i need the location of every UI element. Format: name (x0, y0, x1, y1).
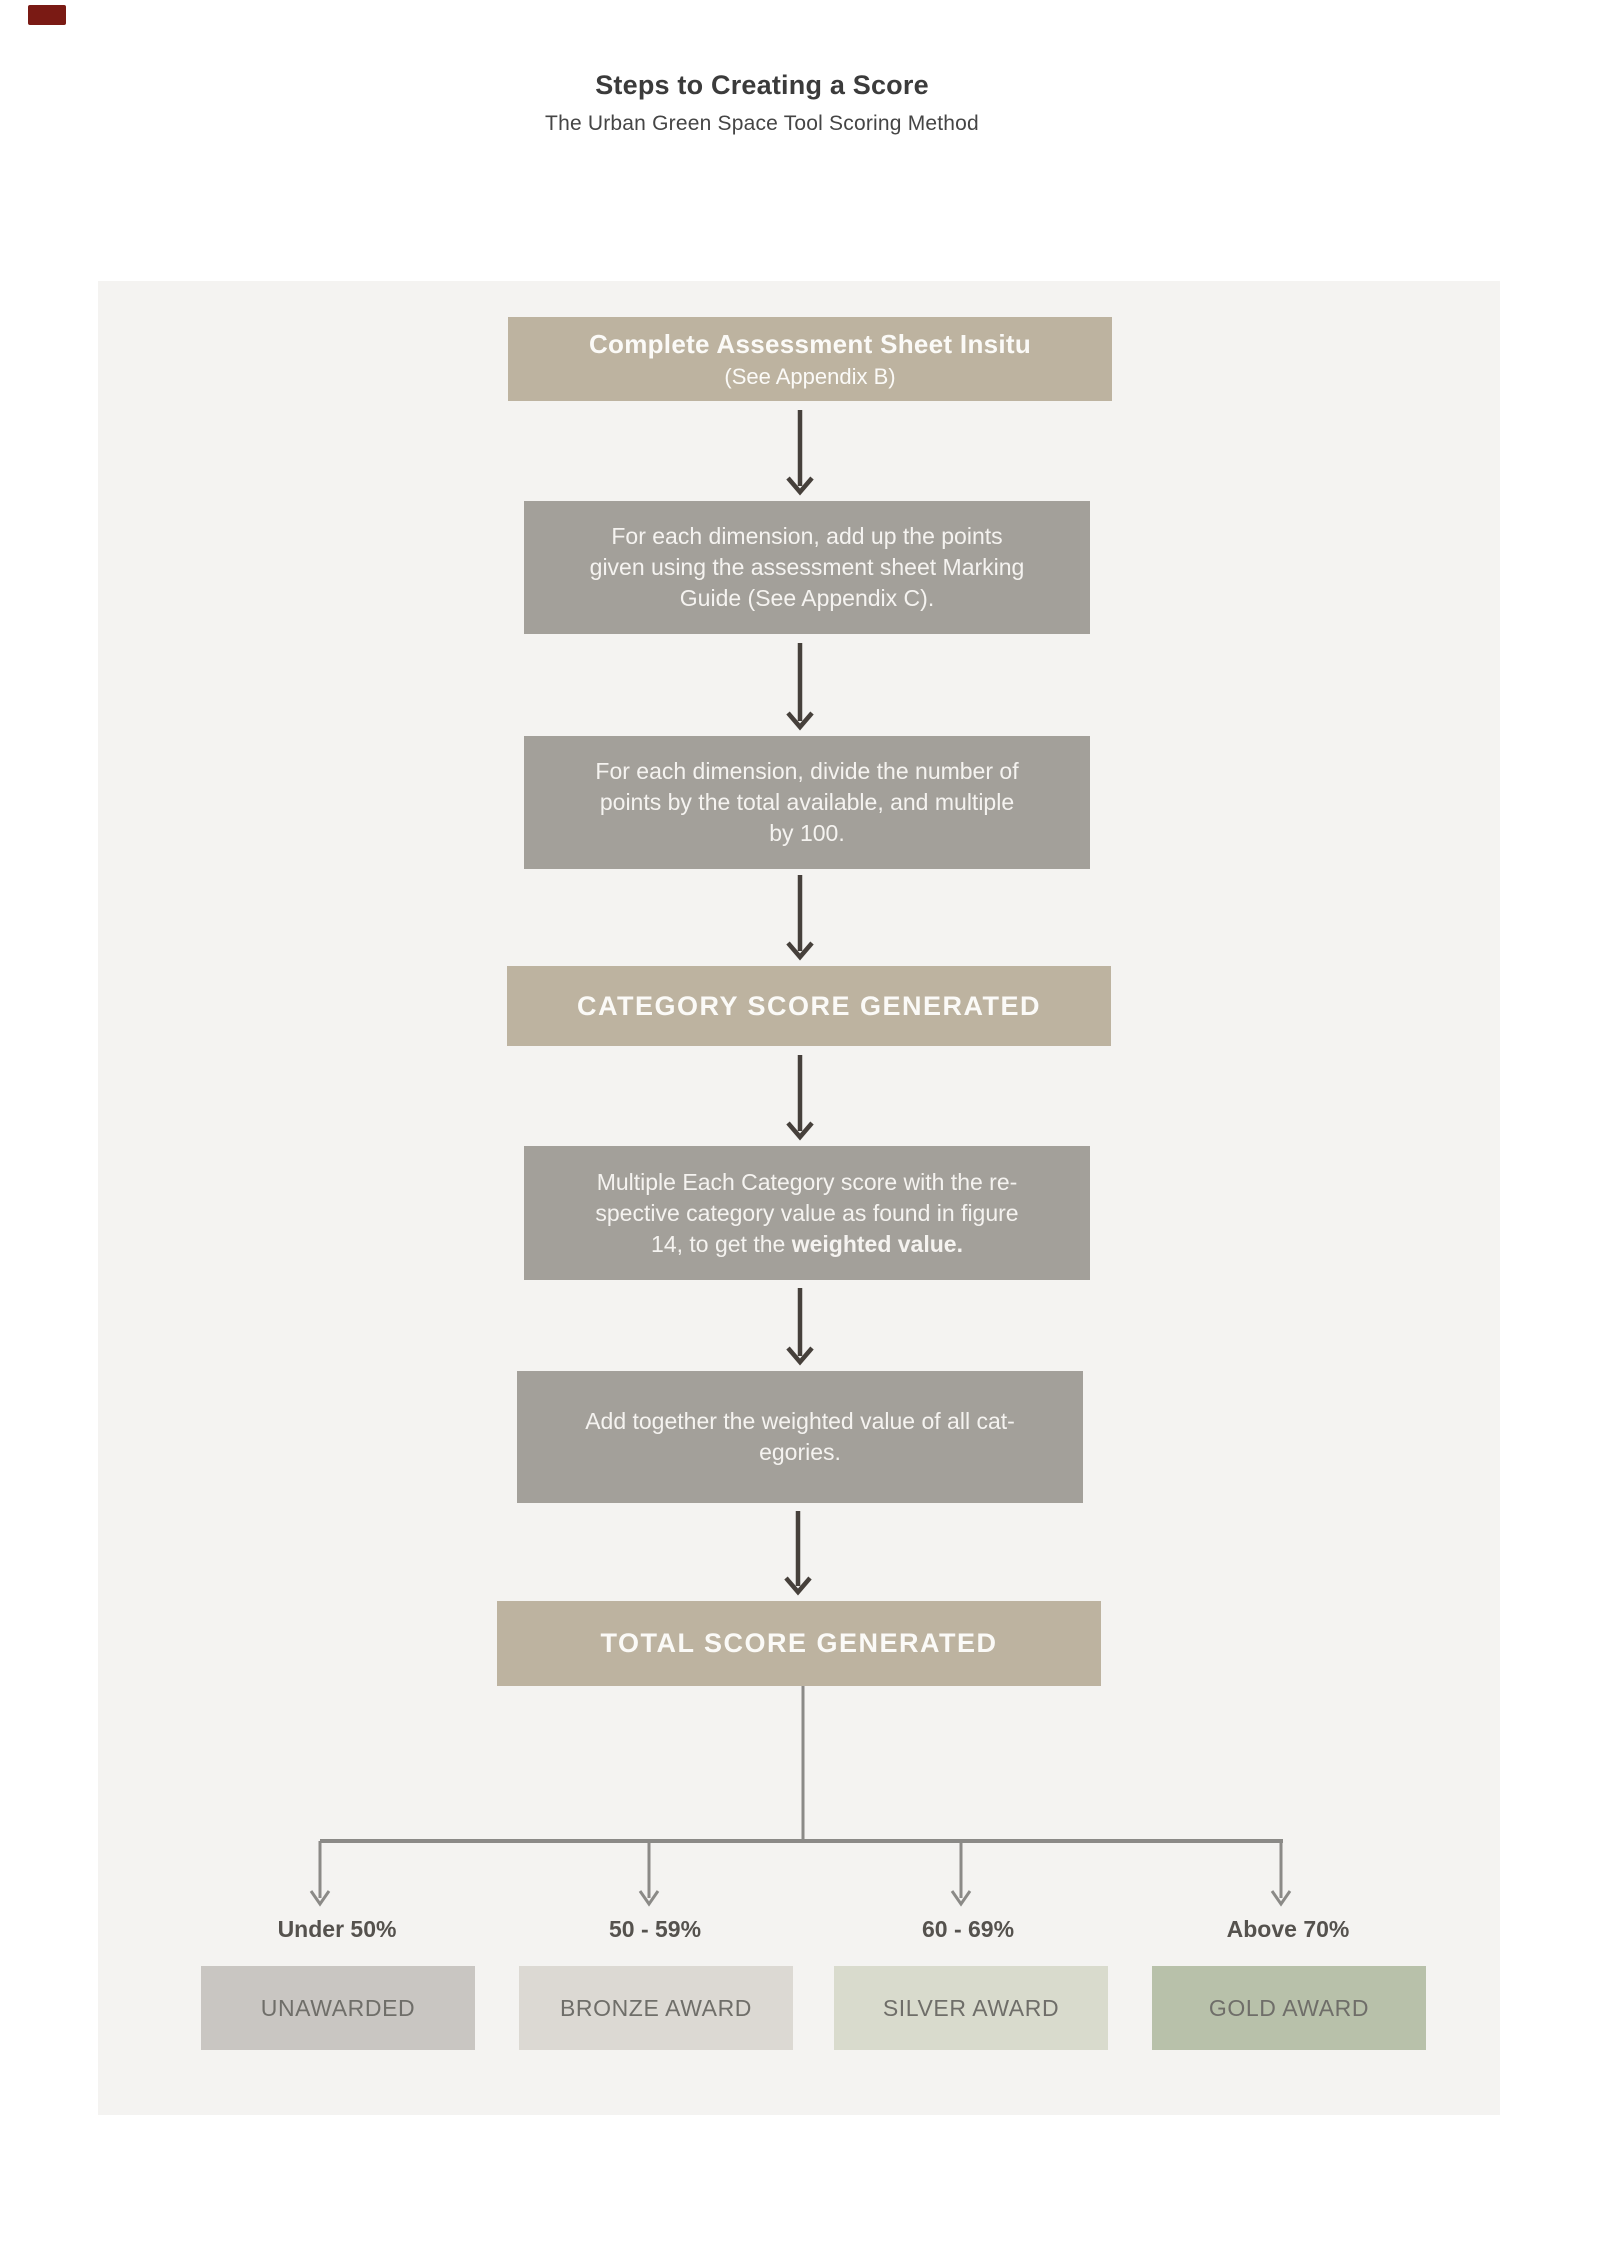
step-text-fragment: 14, to get the (651, 1230, 792, 1257)
step-sum-points: For each dimension, add up the points gi… (524, 501, 1090, 634)
range-label-under-50: Under 50% (277, 1916, 397, 1942)
milestone-label: TOTAL SCORE GENERATED (600, 1628, 998, 1658)
step-normalize-score: For each dimension, divide the number of… (524, 736, 1090, 869)
page-title: Steps to Creating a Score (595, 70, 929, 100)
step-text-line: spective category value as found in figu… (595, 1199, 1019, 1226)
award-box-unawarded: UNAWARDED (201, 1966, 475, 2050)
range-label-60-69: 60 - 69% (921, 1916, 1015, 1942)
award-box-silver: SILVER AWARD (834, 1966, 1108, 2050)
range-label-above-70: Above 70% (1226, 1916, 1350, 1942)
step-text-line: Multiple Each Category score with the re… (596, 1168, 1018, 1195)
milestone-label: CATEGORY SCORE GENERATED (576, 990, 1042, 1021)
step-text-line: points by the total available, and multi… (599, 789, 1015, 815)
range-label-50-59: 50 - 59% (608, 1916, 702, 1942)
step-text-line: by 100. (769, 820, 845, 846)
page-corner-mark (28, 5, 66, 25)
step-text-line: Guide (See Appendix C). (679, 585, 935, 611)
step-text-bold-fragment: weighted value. (791, 1230, 963, 1257)
step-complete-assessment: Complete Assessment Sheet Insitu (See Ap… (508, 317, 1112, 401)
step-category-score-generated: CATEGORY SCORE GENERATED (507, 966, 1111, 1046)
step-text-line: For each dimension, divide the number of (595, 758, 1019, 784)
step-text-line: For each dimension, add up the points (611, 523, 1003, 549)
step-text-line: 14, to get the weighted value. (651, 1229, 963, 1260)
step-total-score-generated: TOTAL SCORE GENERATED (497, 1601, 1101, 1686)
step-weighted-value: Multiple Each Category score with the re… (524, 1146, 1090, 1280)
step-text-line: Add together the weighted value of all c… (585, 1408, 1015, 1434)
page-subtitle: The Urban Green Space Tool Scoring Metho… (545, 112, 979, 135)
award-box-gold: GOLD AWARD (1152, 1966, 1426, 2050)
step-text-line: egories. (759, 1439, 841, 1465)
step-text-line: given using the assessment sheet Marking (589, 554, 1025, 580)
step-sum-weighted-values: Add together the weighted value of all c… (517, 1371, 1083, 1503)
step-subtitle: (See Appendix B) (724, 363, 896, 389)
award-box-bronze: BRONZE AWARD (519, 1966, 793, 2050)
step-title: Complete Assessment Sheet Insitu (588, 328, 1032, 359)
